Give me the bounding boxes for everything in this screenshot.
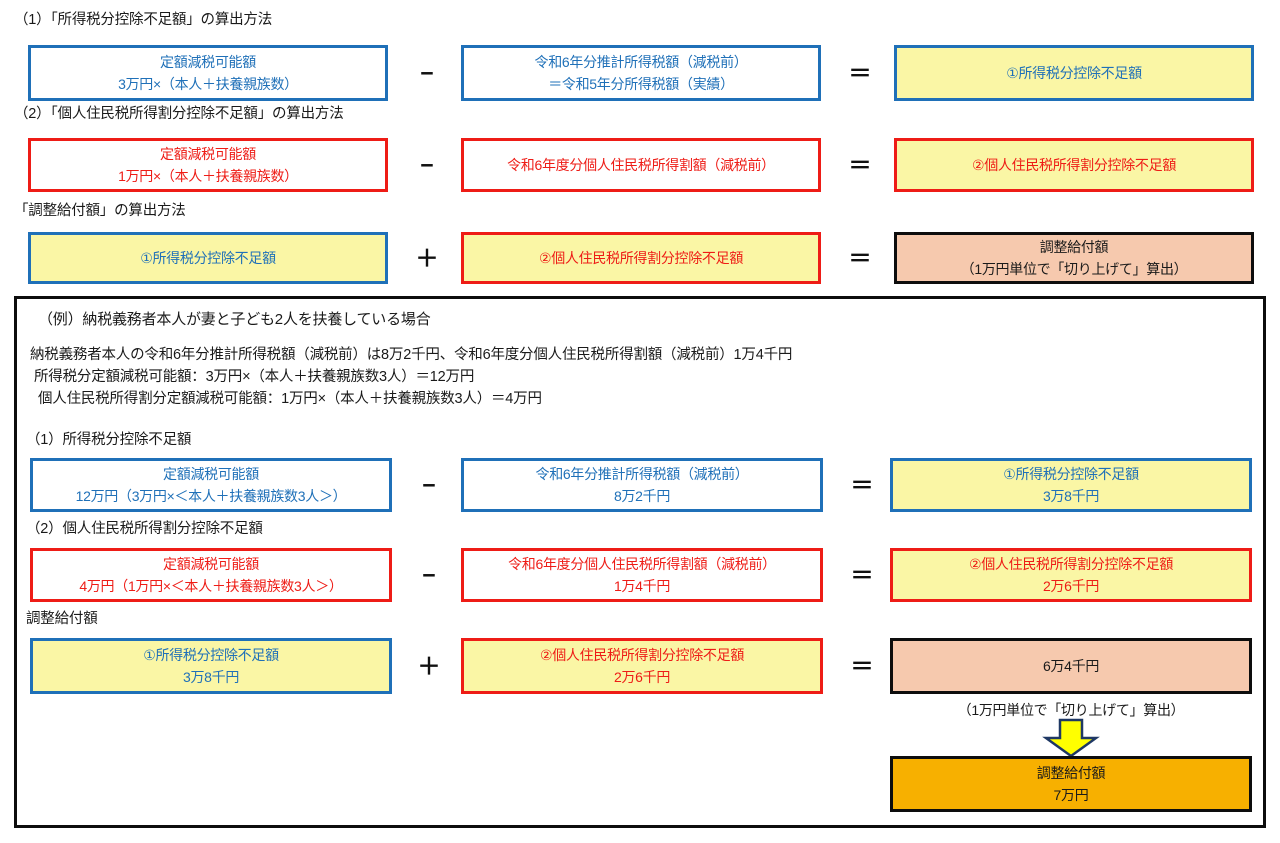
top-row3-box-a-line1: ①所得税分控除不足額 — [140, 249, 276, 266]
example-row1-box-b-line2: 8万2千円 — [613, 487, 671, 504]
top-row3-box-c-line1: 調整給付額 — [1039, 239, 1109, 256]
example-row1-box-b-line1: 令和6年分推計所得税額（減税前） — [535, 466, 749, 483]
example-line-3: 個人住民税所得割分定額減税可能額：1万円×（本人＋扶養親族数3人）＝4万円 — [38, 391, 542, 407]
top-row2-box-b: 令和6年度分個人住民税所得割額（減税前） — [461, 138, 821, 192]
example-row2-box-a-line1: 定額減税可能額 — [163, 556, 259, 573]
example-row3-operator-plus: ＋ — [417, 653, 441, 679]
top-row3-operator-plus: ＋ — [415, 245, 439, 271]
top-row1-box-c: ①所得税分控除不足額 — [894, 45, 1254, 101]
top-row1-operator-equals: ＝ — [848, 60, 872, 86]
caption-part2: （2）「個人住民税所得割分控除不足額」の算出方法 — [14, 106, 344, 122]
example-row3-box-b-line2: 2万6千円 — [613, 668, 671, 685]
top-row2-box-c-line1: ②個人住民税所得割分控除不足額 — [971, 156, 1177, 173]
example-row1-operator-equals: ＝ — [850, 472, 874, 498]
caption-part3: 「調整給付額」の算出方法 — [14, 203, 186, 219]
top-row2-box-a-line1: 定額減税可能額 — [160, 146, 256, 163]
example-row1-operator-minus: − — [422, 472, 436, 498]
example-row1-box-b: 令和6年分推計所得税額（減税前） 8万2千円 — [461, 458, 823, 512]
top-row1-box-a-line1: 定額減税可能額 — [160, 54, 256, 71]
example-row2-box-c-line2: 2万6千円 — [1042, 577, 1100, 594]
example-row3-box-a: ①所得税分控除不足額 3万8千円 — [30, 638, 392, 694]
top-row1-box-b: 令和6年分推計所得税額（減税前） ＝令和5年分所得税額（実績） — [461, 45, 821, 101]
top-row3-box-b-line1: ②個人住民税所得割分控除不足額 — [538, 249, 744, 266]
example-caption-part3: 調整給付額 — [26, 611, 98, 627]
example-row3-box-c-line1: 6万4千円 — [1042, 657, 1100, 674]
example-row3-box-b-line1: ②個人住民税所得割分控除不足額 — [539, 647, 745, 664]
example-final-box-line2: 7万円 — [1053, 786, 1089, 803]
example-row2-box-c: ②個人住民税所得割分控除不足額 2万6千円 — [890, 548, 1252, 602]
example-final-box: 調整給付額 7万円 — [890, 756, 1252, 812]
example-row1-box-a-line1: 定額減税可能額 — [163, 466, 259, 483]
top-row1-box-c-line1: ①所得税分控除不足額 — [1006, 64, 1142, 81]
example-row2-box-b-line1: 令和6年度分個人住民税所得割額（減税前） — [508, 556, 776, 573]
example-row3-box-b: ②個人住民税所得割分控除不足額 2万6千円 — [461, 638, 823, 694]
example-row1-box-c-line2: 3万8千円 — [1042, 487, 1100, 504]
top-row1-box-b-line1: 令和6年分推計所得税額（減税前） — [534, 54, 748, 71]
top-row3-box-c-line2: （1万円単位で「切り上げて」算出） — [960, 260, 1188, 277]
example-heading: （例）納税義務者本人が妻と子ども2人を扶養している場合 — [38, 311, 431, 328]
top-row3-operator-equals: ＝ — [848, 245, 872, 271]
top-row3-box-c: 調整給付額 （1万円単位で「切り上げて」算出） — [894, 232, 1254, 284]
top-row2-operator-equals: ＝ — [848, 152, 872, 178]
example-row2-operator-minus: − — [422, 562, 436, 588]
top-row2-box-a-line2: 1万円×（本人＋扶養親族数） — [118, 167, 298, 184]
example-line-2: 所得税分定額減税可能額：3万円×（本人＋扶養親族数3人）＝12万円 — [34, 369, 475, 385]
top-row2-box-a: 定額減税可能額 1万円×（本人＋扶養親族数） — [28, 138, 388, 192]
top-row2-box-b-line1: 令和6年度分個人住民税所得割額（減税前） — [507, 156, 775, 173]
example-line-1: 納税義務者本人の令和6年分推計所得税額（減税前）は8万2千円、令和6年度分個人住… — [30, 347, 793, 363]
example-caption-part2: （2）個人住民税所得割分控除不足額 — [26, 521, 263, 537]
example-row2-box-c-line1: ②個人住民税所得割分控除不足額 — [968, 556, 1174, 573]
example-row2-box-b-line2: 1万4千円 — [613, 577, 671, 594]
top-row1-box-a-line2: 3万円×（本人＋扶養親族数） — [118, 75, 298, 92]
top-row1-operator-minus: − — [420, 60, 434, 86]
example-row3-box-a-line2: 3万8千円 — [182, 668, 240, 685]
example-row1-box-c: ①所得税分控除不足額 3万8千円 — [890, 458, 1252, 512]
example-row3-box-c: 6万4千円 — [890, 638, 1252, 694]
example-row2-box-a-line2: 4万円（1万円×＜本人＋扶養親族数3人＞） — [79, 577, 343, 594]
example-caption-part1: （1）所得税分控除不足額 — [26, 432, 192, 448]
top-row2-operator-minus: − — [420, 152, 434, 178]
example-row3-box-a-line1: ①所得税分控除不足額 — [143, 647, 279, 664]
example-row2-box-a: 定額減税可能額 4万円（1万円×＜本人＋扶養親族数3人＞） — [30, 548, 392, 602]
example-row2-box-b: 令和6年度分個人住民税所得割額（減税前） 1万4千円 — [461, 548, 823, 602]
example-row1-box-a: 定額減税可能額 12万円（3万円×＜本人＋扶養親族数3人＞） — [30, 458, 392, 512]
example-row2-operator-equals: ＝ — [850, 562, 874, 588]
top-row2-box-c: ②個人住民税所得割分控除不足額 — [894, 138, 1254, 192]
top-row1-box-a: 定額減税可能額 3万円×（本人＋扶養親族数） — [28, 45, 388, 101]
caption-part1: （1）「所得税分控除不足額」の算出方法 — [14, 12, 273, 28]
example-final-box-line1: 調整給付額 — [1036, 765, 1106, 782]
top-row3-box-b: ②個人住民税所得割分控除不足額 — [461, 232, 821, 284]
example-row3-operator-equals: ＝ — [850, 653, 874, 679]
down-arrow-icon — [1042, 718, 1100, 758]
top-row3-box-a: ①所得税分控除不足額 — [28, 232, 388, 284]
example-row1-box-c-line1: ①所得税分控除不足額 — [1003, 466, 1139, 483]
roundup-note: （1万円単位で「切り上げて」算出） — [957, 702, 1185, 718]
example-row1-box-a-line2: 12万円（3万円×＜本人＋扶養親族数3人＞） — [75, 487, 347, 504]
top-row1-box-b-line2: ＝令和5年分所得税額（実績） — [548, 75, 734, 92]
